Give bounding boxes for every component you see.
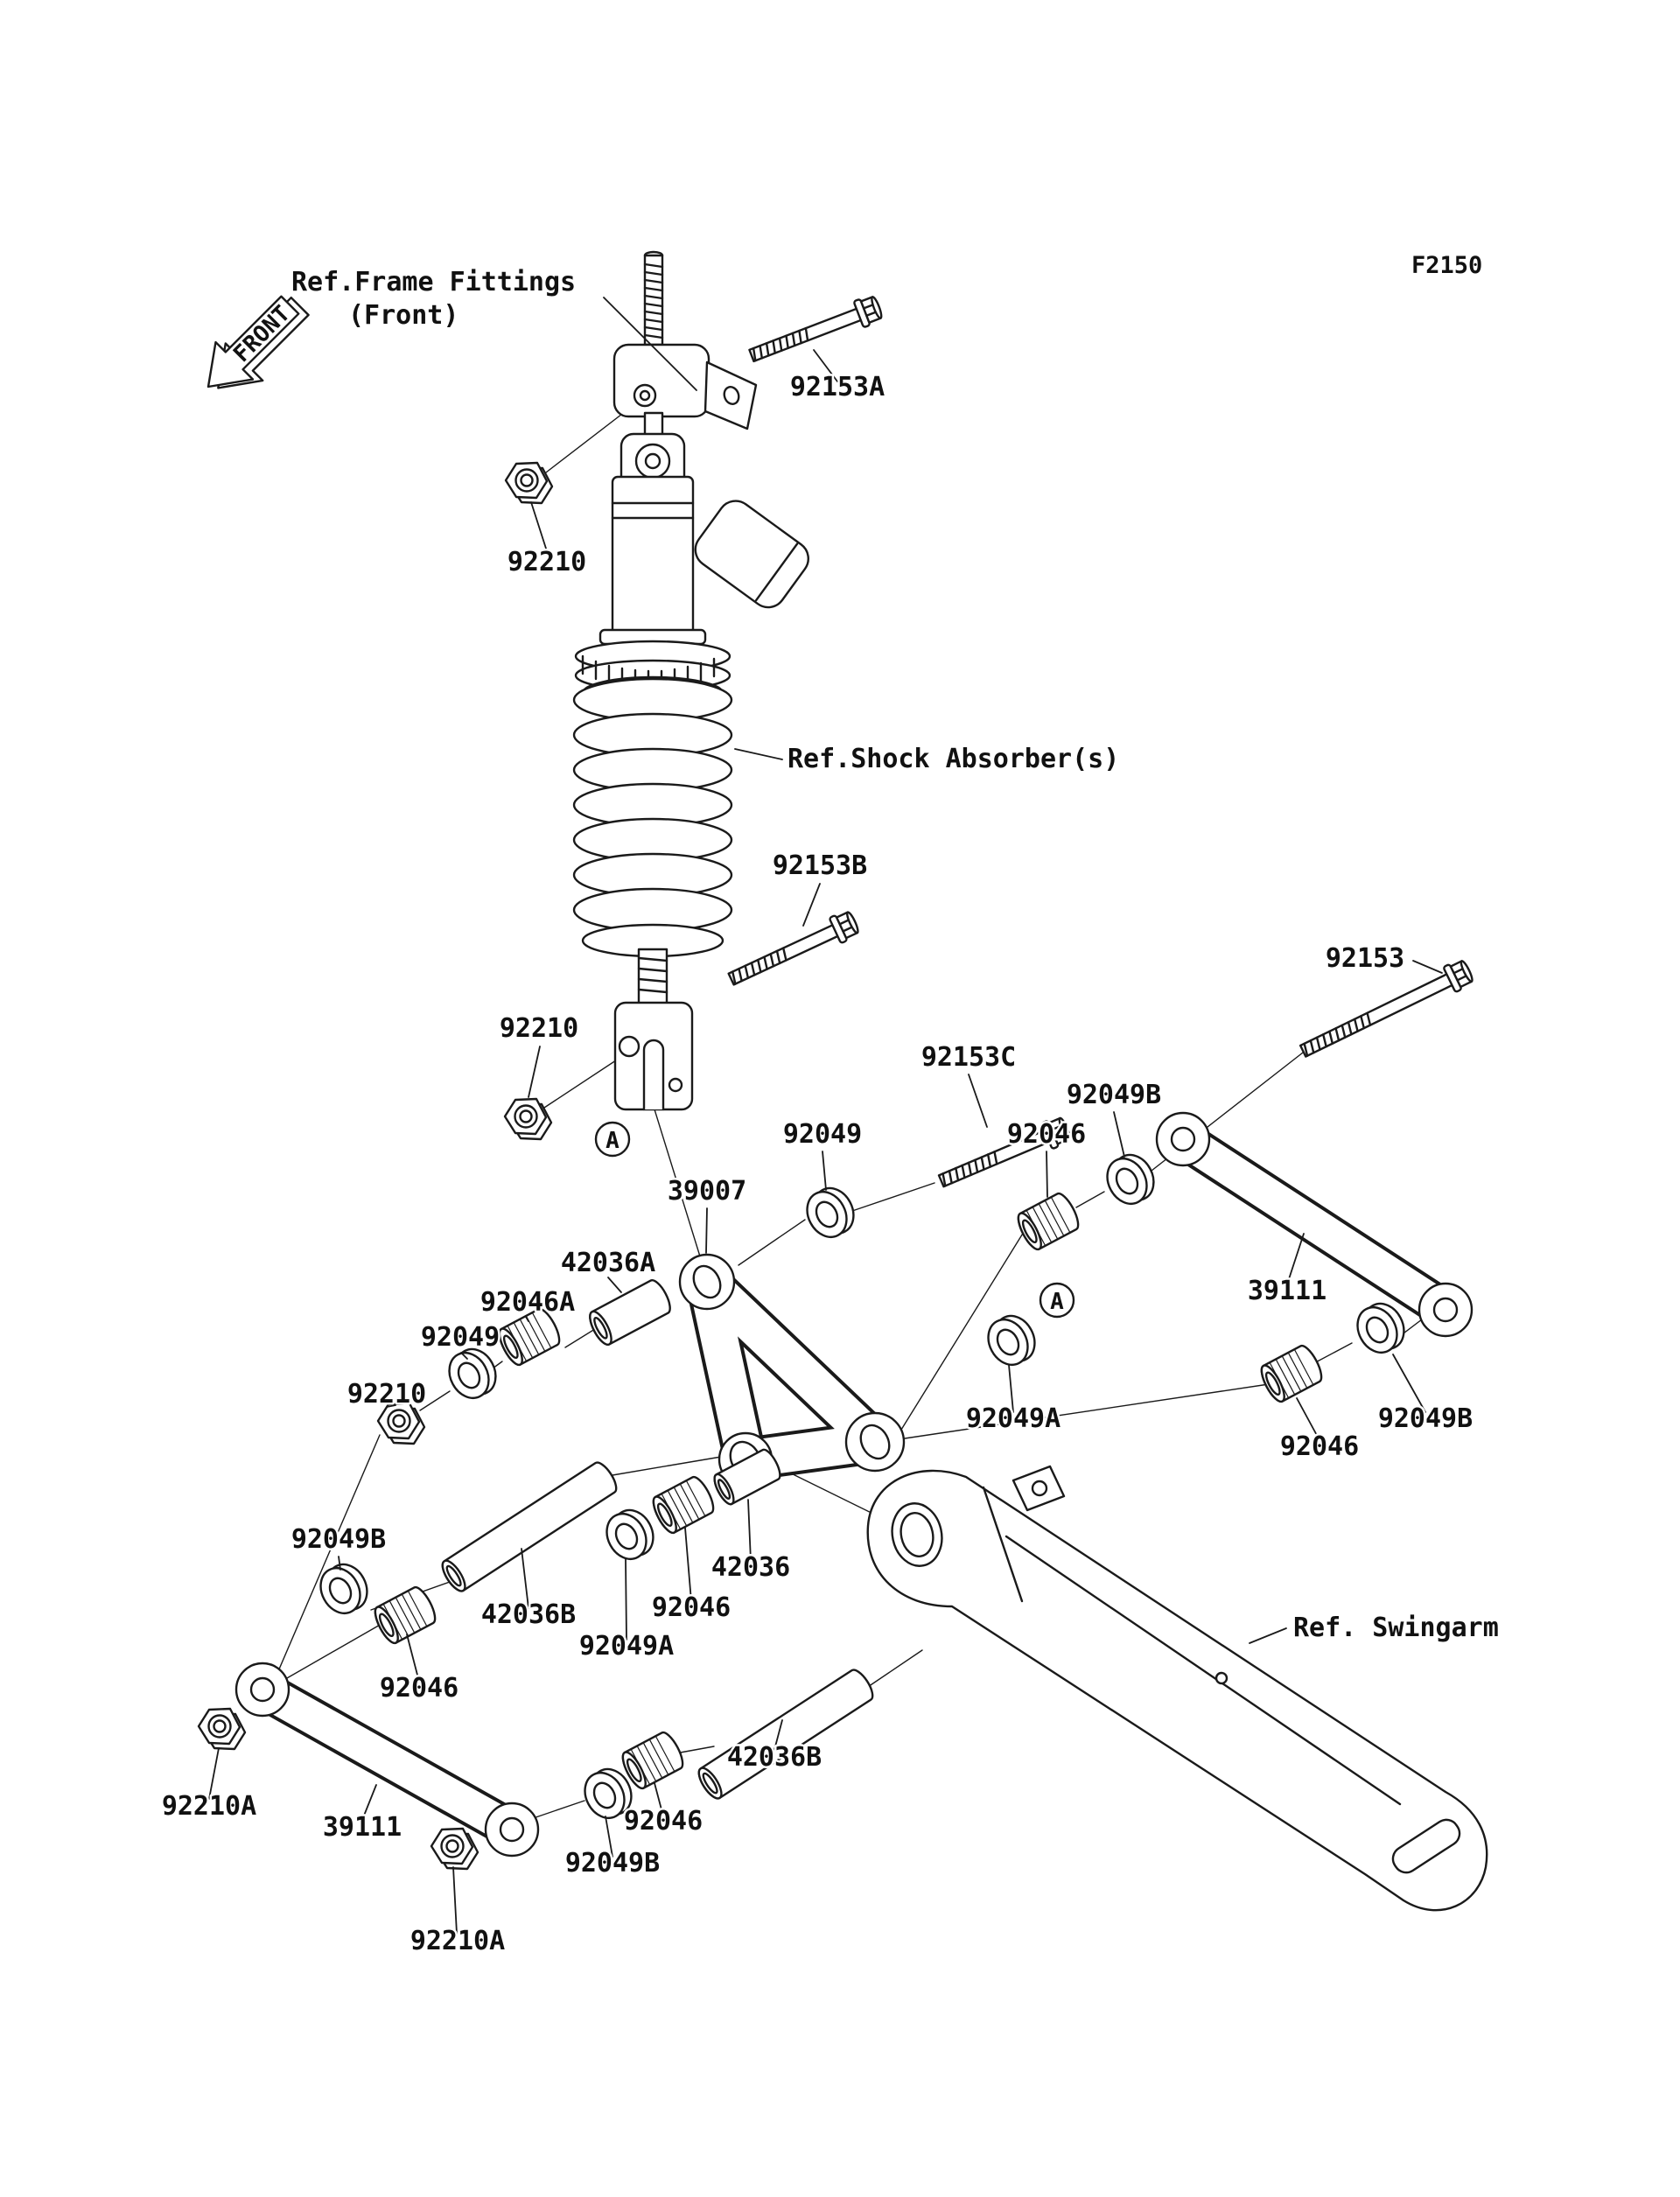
nut-92210-lower-drawing	[503, 1097, 553, 1141]
nut-92210-upper-drawing	[504, 461, 554, 505]
tie-rod-39111-right-drawing	[1155, 1111, 1474, 1338]
bolt-92153a-drawing	[746, 292, 886, 370]
seal-92049b-upper-drawing	[1098, 1146, 1163, 1212]
part-label-92153c: 92153C	[921, 1042, 1016, 1073]
part-label-92049a-mid: 92049A	[579, 1631, 674, 1662]
bushing-92046-left-drawing	[369, 1583, 441, 1648]
bushing-92046-bottom-drawing	[617, 1728, 689, 1793]
part-label-92046-mid: 92046	[652, 1592, 731, 1623]
figure-code: F2150	[1411, 252, 1482, 279]
part-label-92049b-left: 92049B	[291, 1524, 386, 1555]
bushing-92046-mid-drawing	[648, 1473, 719, 1537]
leader-lines	[208, 297, 1443, 1935]
seal-92049-upper-drawing	[798, 1179, 863, 1245]
part-label-92049a-right: 92049A	[966, 1403, 1060, 1434]
part-label-39111-right: 39111	[1248, 1276, 1326, 1306]
bushing-92046-right-drawing	[1256, 1341, 1327, 1406]
part-label-92046-upper: 92046	[1007, 1119, 1086, 1150]
part-label-42036a: 42036A	[561, 1248, 655, 1278]
collar-42036b-lower-drawing	[693, 1665, 878, 1803]
view-marker-a-shock: A	[594, 1121, 631, 1158]
part-label-92049b-bottom: 92049B	[565, 1848, 660, 1879]
part-label-92046a: 92046A	[480, 1287, 575, 1318]
view-marker-a-linkage: A	[1039, 1282, 1075, 1319]
part-label-92210-upper: 92210	[508, 547, 586, 577]
rocker-arm-39007-drawing	[678, 1253, 906, 1487]
ref-label-frame-fittings-line1: Ref.Frame Fittings	[291, 267, 576, 297]
part-label-42036: 42036	[711, 1552, 790, 1583]
ref-label-shock-absorber: Ref.Shock Absorber(s)	[788, 744, 1119, 774]
shock-absorber-drawing	[572, 250, 809, 1111]
front-direction-arrow: FRONT	[206, 295, 310, 389]
label-layer: F2150 Ref.Frame Fittings (Front) Ref.Sho…	[159, 250, 1501, 1959]
bushing-92046-upper-drawing	[1012, 1189, 1084, 1254]
part-label-92046-right: 92046	[1280, 1431, 1359, 1462]
part-label-92153b: 92153B	[773, 850, 867, 881]
part-label-92210a-bottom: 92210A	[410, 1926, 505, 1956]
part-label-92046-left: 92046	[380, 1673, 458, 1704]
bolt-92153b-drawing	[724, 907, 862, 993]
part-label-42036b-lower: 42036B	[727, 1742, 822, 1773]
nut-92210a-bottom-drawing	[430, 1827, 480, 1871]
collar-42036b-upper-drawing	[437, 1458, 622, 1596]
part-label-92049-link: 92049	[421, 1322, 500, 1353]
part-label-92153a: 92153A	[790, 372, 885, 402]
part-label-92049-upper: 92049	[783, 1119, 862, 1150]
part-label-92210-link: 92210	[347, 1379, 426, 1410]
part-label-92210-lower: 92210	[500, 1013, 578, 1044]
ref-label-frame-fittings-line2: (Front)	[348, 300, 458, 331]
part-label-42036b-upper: 42036B	[481, 1599, 576, 1630]
seal-92049b-right-drawing	[1348, 1295, 1413, 1361]
view-marker-a-label: A	[1050, 1289, 1064, 1315]
part-label-92046-bottom: 92046	[624, 1806, 703, 1837]
seal-92049a-right-drawing	[979, 1307, 1044, 1373]
tie-rod-39111-left-drawing	[234, 1662, 540, 1858]
view-marker-a-label: A	[606, 1128, 620, 1154]
part-label-92153: 92153	[1326, 943, 1404, 974]
assembly-axis-lines	[272, 402, 1423, 1824]
seal-92049a-mid-drawing	[598, 1501, 662, 1567]
nut-92210a-left-drawing	[197, 1707, 247, 1751]
part-label-92210a-left: 92210A	[162, 1791, 256, 1822]
seal-92049b-left-drawing	[312, 1556, 376, 1621]
part-label-39007: 39007	[668, 1176, 746, 1207]
part-label-39111-left: 39111	[323, 1812, 402, 1843]
swingarm-drawing	[866, 1465, 1488, 1912]
part-label-92049b-upper: 92049B	[1067, 1080, 1161, 1110]
ref-label-swingarm: Ref. Swingarm	[1293, 1613, 1499, 1643]
collar-42036a-drawing	[584, 1276, 676, 1349]
part-label-92049b-right: 92049B	[1378, 1403, 1473, 1434]
